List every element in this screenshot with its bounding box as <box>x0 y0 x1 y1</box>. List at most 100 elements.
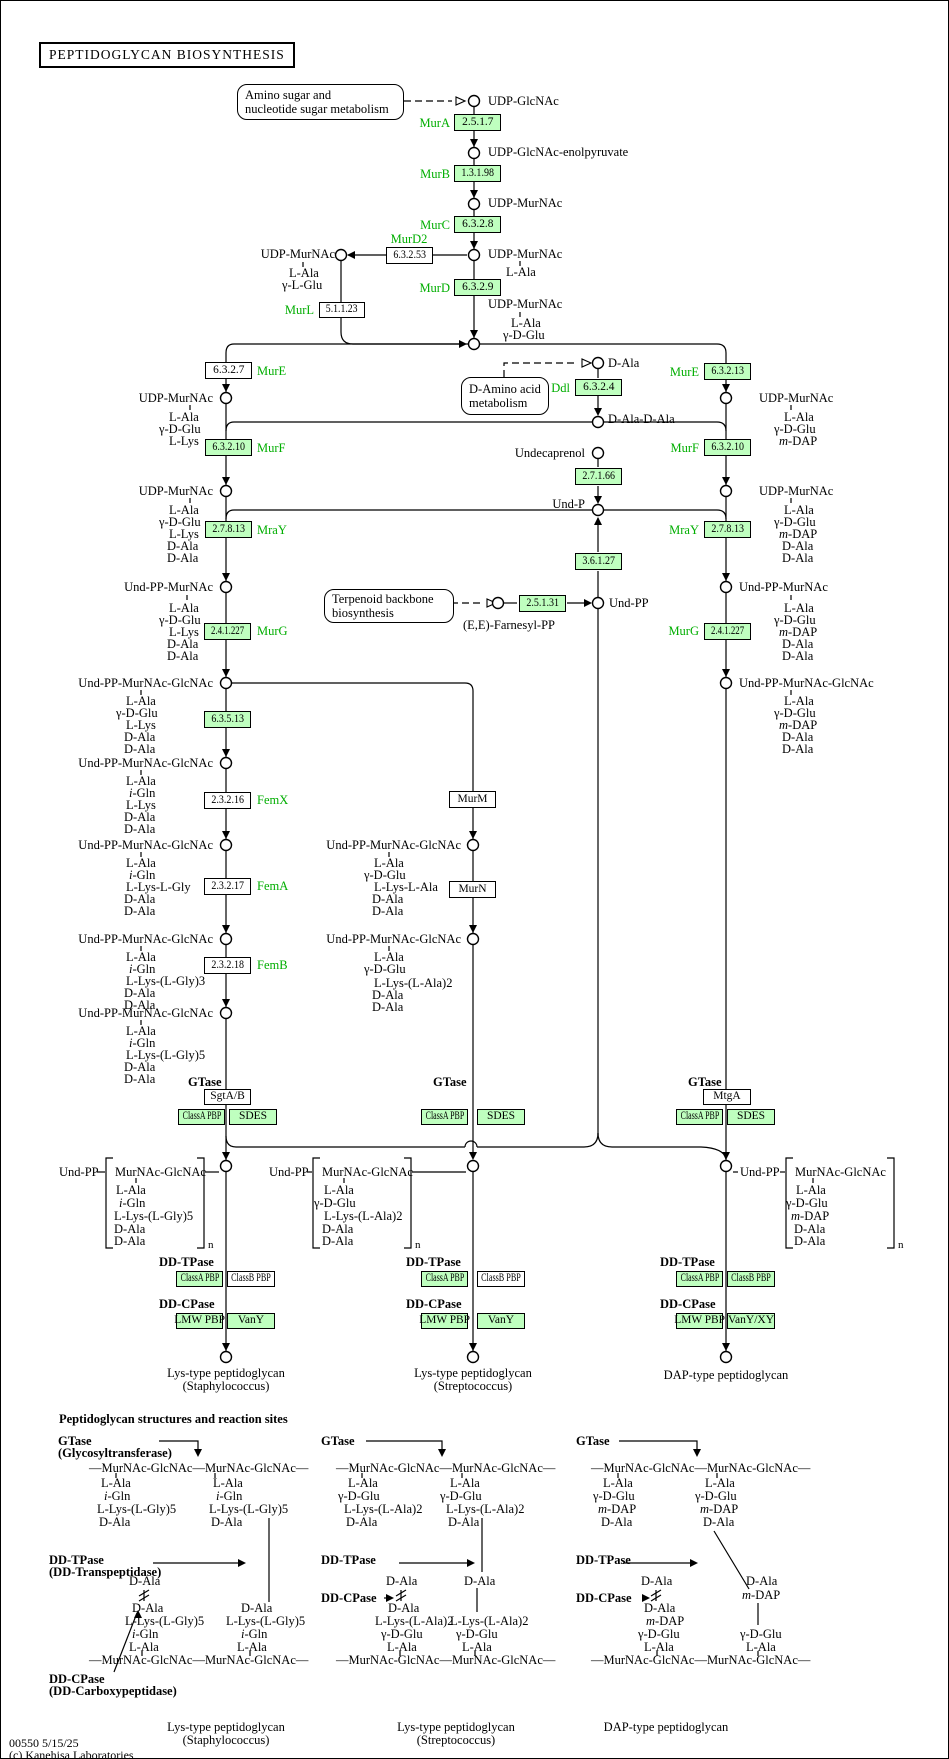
text-label: L-Ala <box>374 856 404 870</box>
text-label: D-Ala <box>124 730 156 744</box>
enzyme-box-classa-pbp[interactable]: ClassA PBP <box>178 1109 225 1125</box>
compound-circle[interactable] <box>466 932 480 946</box>
text-label: i-Gln <box>129 1036 156 1050</box>
enzyme-box-classa-pbp[interactable]: ClassA PBP <box>421 1109 468 1125</box>
arrowhead <box>222 749 230 757</box>
compound-circle[interactable] <box>219 756 233 770</box>
compound-circle[interactable] <box>219 676 233 690</box>
enzyme-box-sdes[interactable]: SDES <box>229 1109 277 1125</box>
enzyme-box-classb-pbp[interactable]: ClassB PBP <box>727 1271 775 1287</box>
ec-box-6-3-2-4[interactable]: 6.3.2.4 <box>575 379 622 396</box>
compound-circle[interactable] <box>466 838 480 852</box>
compound-circle[interactable] <box>491 596 505 610</box>
ec-box-2-7-8-13[interactable]: 2.7.8.13 <box>205 521 252 538</box>
box-label: 2.7.8.13 <box>711 522 744 535</box>
compound-circle[interactable] <box>219 391 233 405</box>
compound-circle[interactable] <box>219 838 233 852</box>
text-label: i-Gln <box>129 786 156 800</box>
ec-box-6-3-2-10[interactable]: 6.3.2.10 <box>205 439 252 456</box>
ec-box-3-6-1-27[interactable]: 3.6.1.27 <box>575 553 622 570</box>
enzyme-box-vany-xy[interactable]: VanY/XY <box>727 1313 775 1329</box>
enzyme-box-sdes[interactable]: SDES <box>727 1109 775 1125</box>
compound-circle[interactable] <box>591 415 605 429</box>
compound-circle[interactable] <box>467 197 481 211</box>
reaction-line <box>404 1157 412 1249</box>
ec-box-2-3-2-16[interactable]: 2.3.2.16 <box>204 792 251 809</box>
enzyme-box-sgta-b[interactable]: SgtA/B <box>204 1089 251 1105</box>
compound-circle[interactable] <box>591 596 605 610</box>
enzyme-box-murm[interactable]: MurM <box>449 791 496 808</box>
ec-box-1-3-1-98[interactable]: 1.3.1.98 <box>454 165 501 182</box>
enzyme-box-classa-pbp[interactable]: ClassA PBP <box>676 1271 723 1287</box>
enzyme-box-classb-pbp[interactable]: ClassB PBP <box>477 1271 525 1287</box>
enzyme-box-vany[interactable]: VanY <box>227 1313 275 1329</box>
compound-circle[interactable] <box>467 94 481 108</box>
pathway-title-box: PEPTIDOGLYCAN BIOSYNTHESIS <box>39 42 295 68</box>
enzyme-box-sdes[interactable]: SDES <box>477 1109 525 1125</box>
compound-circle[interactable] <box>591 356 605 370</box>
ec-box-2-7-1-66[interactable]: 2.7.1.66 <box>575 468 622 485</box>
compound-circle[interactable] <box>719 484 733 498</box>
compound-circle[interactable] <box>219 1159 233 1173</box>
ec-box-6-3-2-7[interactable]: 6.3.2.7 <box>205 362 252 379</box>
compound-circle[interactable] <box>219 932 233 946</box>
ec-box-6-3-2-13[interactable]: 6.3.2.13 <box>704 363 751 380</box>
compound-circle[interactable] <box>466 1159 480 1173</box>
ec-box-5-1-1-23[interactable]: 5.1.1.23 <box>319 302 365 318</box>
compound-circle[interactable] <box>467 337 481 351</box>
enzyme-box-classa-pbp[interactable]: ClassA PBP <box>421 1271 468 1287</box>
ec-box-6-3-2-9[interactable]: 6.3.2.9 <box>454 279 501 296</box>
enzyme-box-classa-pbp[interactable]: ClassA PBP <box>676 1109 723 1125</box>
section-label: GTase <box>188 1075 222 1089</box>
gene-label-murd: MurD <box>419 281 450 295</box>
enzyme-box-lmw-pbp[interactable]: LMW PBP <box>174 1313 225 1329</box>
section-label: GTase <box>433 1075 467 1089</box>
ec-box-2-3-2-18[interactable]: 2.3.2.18 <box>204 957 251 974</box>
ec-box-6-3-2-53[interactable]: 6.3.2.53 <box>386 247 433 264</box>
ec-box-2-5-1-7[interactable]: 2.5.1.7 <box>454 114 501 131</box>
compound-circle[interactable] <box>467 248 481 262</box>
enzyme-box-murn[interactable]: MurN <box>449 881 496 898</box>
ec-box-2-3-2-17[interactable]: 2.3.2.17 <box>204 878 251 895</box>
compound-circle[interactable] <box>219 1350 233 1364</box>
compound-circle[interactable] <box>719 676 733 690</box>
enzyme-box-mtga[interactable]: MtgA <box>703 1089 751 1105</box>
text-label: L-Ala <box>116 1183 146 1197</box>
text-label: γ-D-Glu <box>159 422 201 436</box>
compound-circle[interactable] <box>591 503 605 517</box>
gene-label-femx: FemX <box>257 793 289 807</box>
text-label: D-Ala <box>124 810 156 824</box>
text-label: —MurNAc-GlcNAc—MurNAc-GlcNAc— <box>89 1653 309 1667</box>
compound-circle[interactable] <box>219 484 233 498</box>
ec-box-2-4-1-227[interactable]: 2.4.1.227 <box>204 623 251 640</box>
enzyme-box-classb-pbp[interactable]: ClassB PBP <box>227 1271 275 1287</box>
ec-box-6-3-5-13[interactable]: 6.3.5.13 <box>204 711 251 728</box>
compound-circle[interactable] <box>334 248 348 262</box>
section-label: DD-CPase <box>660 1297 716 1311</box>
compound-circle[interactable] <box>719 391 733 405</box>
enzyme-box-vany[interactable]: VanY <box>477 1313 525 1329</box>
compound-circle[interactable] <box>719 1159 733 1173</box>
compound-circle[interactable] <box>219 580 233 594</box>
text-label: D-Ala <box>346 1515 378 1529</box>
ec-box-2-7-8-13[interactable]: 2.7.8.13 <box>704 521 751 538</box>
ec-box-6-3-2-10[interactable]: 6.3.2.10 <box>704 439 751 456</box>
enzyme-box-lmw-pbp[interactable]: LMW PBP <box>674 1313 725 1329</box>
cleavage-site-mark <box>395 1594 407 1602</box>
text-label: D-Ala <box>372 988 404 1002</box>
compound-circle[interactable] <box>591 446 605 460</box>
ec-box-2-4-1-227[interactable]: 2.4.1.227 <box>704 623 751 640</box>
ec-box-2-5-1-31[interactable]: 2.5.1.31 <box>519 595 566 612</box>
compound-circle[interactable] <box>719 580 733 594</box>
compound-circle[interactable] <box>466 1350 480 1364</box>
compound-circle[interactable] <box>219 1006 233 1020</box>
compound-circle[interactable] <box>719 1350 733 1364</box>
ec-box-6-3-2-8[interactable]: 6.3.2.8 <box>454 216 501 233</box>
enzyme-box-lmw-pbp[interactable]: LMW PBP <box>419 1313 470 1329</box>
compound-circle[interactable] <box>467 146 481 160</box>
arrowhead <box>469 925 477 933</box>
enzyme-box-classa-pbp[interactable]: ClassA PBP <box>176 1271 223 1287</box>
